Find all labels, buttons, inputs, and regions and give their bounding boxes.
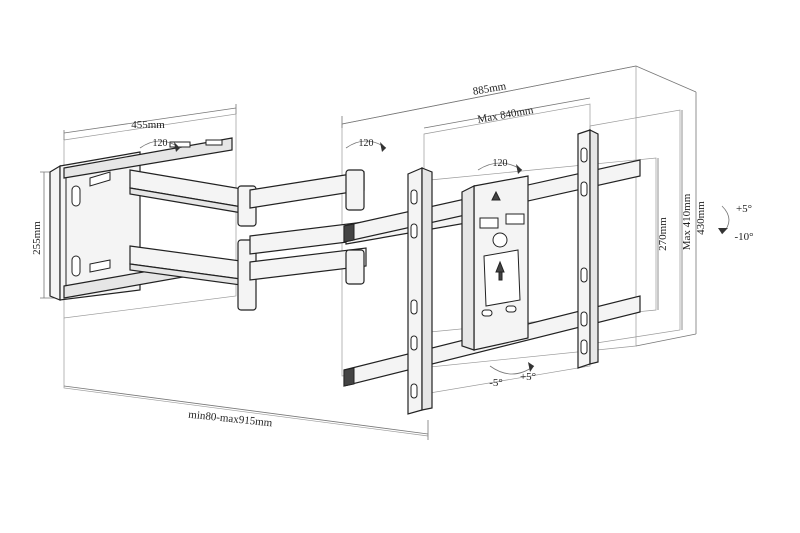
label-swivel-wall: 120: [153, 138, 168, 149]
label-swivel-arm: 120: [359, 138, 374, 149]
label-rotate-right: +5°: [520, 371, 536, 383]
label-255mm: 255mm: [31, 221, 43, 255]
label-455mm: 455mm: [131, 119, 165, 131]
label-885mm: 885mm: [472, 80, 508, 98]
rotation-arrows: [139, 140, 730, 375]
label-270mm: 270mm: [657, 217, 669, 251]
label-swivel-head: 120: [493, 158, 508, 169]
label-max-410mm: Max 410mm: [681, 193, 693, 250]
label-max-840mm: Max 840mm: [477, 104, 535, 126]
label-tilt-down: -10°: [734, 231, 753, 243]
label-rotate-left: -5°: [489, 377, 503, 389]
wall-plate: [49, 137, 233, 301]
label-tilt-up: +5°: [736, 203, 752, 215]
vesa-bracket: [343, 129, 641, 415]
label-430mm: 430mm: [695, 201, 707, 235]
